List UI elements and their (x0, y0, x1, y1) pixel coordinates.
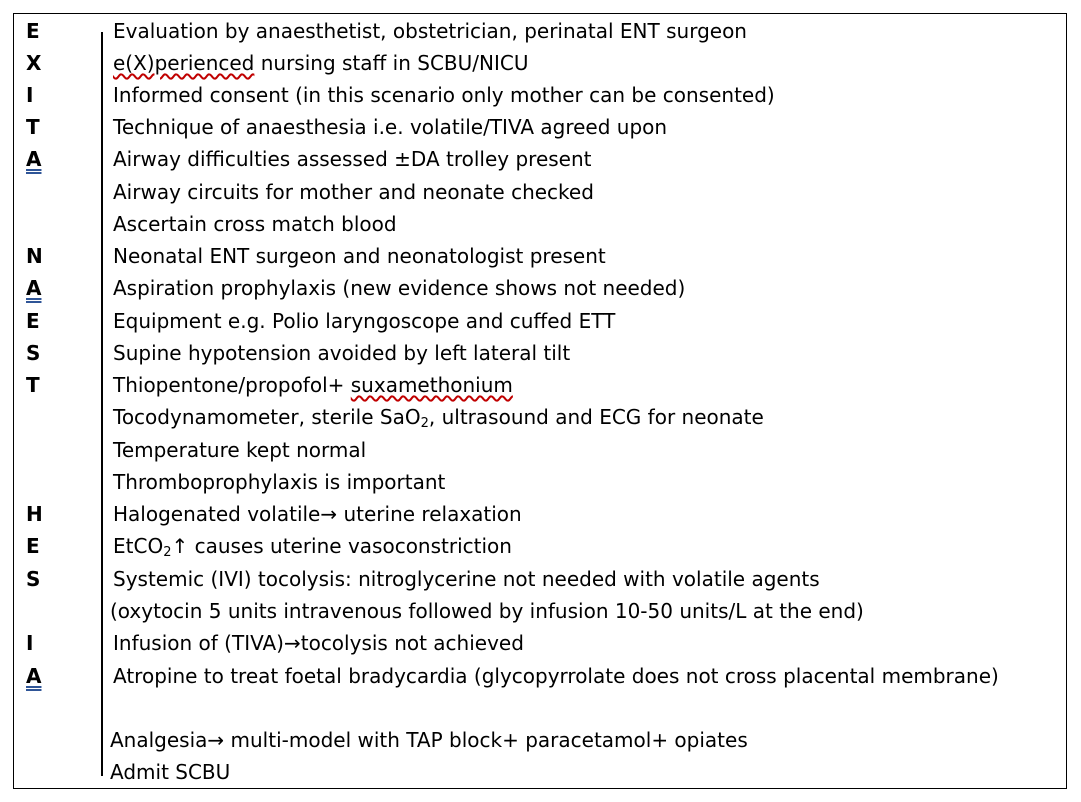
acronym-letter: N (26, 244, 43, 268)
item-text: Supine hypotension avoided by left later… (113, 341, 571, 365)
acronym-letter: A (26, 276, 42, 300)
item-text: Neonatal ENT surgeon and neonatologist p… (113, 244, 606, 268)
item-text-start: EtCO (113, 534, 164, 558)
list-item: S Supine hypotension avoided by left lat… (0, 338, 1081, 370)
list-item: T Technique of anaesthesia i.e. volatile… (0, 112, 1081, 144)
list-item: I Infusion of (TIVA)→tocolysis not achie… (0, 628, 1081, 660)
item-text: Aspiration prophylaxis (new evidence sho… (113, 276, 686, 300)
acronym-letter: S (26, 341, 41, 365)
item-text: Temperature kept normal (113, 438, 367, 462)
list-item (0, 693, 1081, 725)
acronym-letter: T (26, 373, 40, 397)
acronym-letter: E (26, 309, 40, 333)
item-text: Admit SCBU (110, 760, 231, 784)
item-text: (oxytocin 5 units intravenous followed b… (110, 599, 864, 623)
item-text: Halogenated volatile→ uterine relaxation (113, 502, 522, 526)
item-text: Systemic (IVI) tocolysis: nitroglycerine… (113, 567, 820, 591)
subscript: 2 (163, 545, 172, 560)
list-item: Analgesia→ multi-model with TAP block+ p… (0, 725, 1081, 757)
item-text-rest: , ultrasound and ECG for neonate (428, 405, 764, 429)
item-text: Equipment e.g. Polio laryngoscope and cu… (113, 309, 616, 333)
acronym-letter: A (26, 147, 42, 171)
acronym-letter: E (26, 19, 40, 43)
list-item: I Informed consent (in this scenario onl… (0, 80, 1081, 112)
item-text: e(X)perienced nursing staff in SCBU/NICU (113, 51, 528, 75)
list-item: T Thiopentone/propofol+ suxamethonium (0, 370, 1081, 402)
acronym-letter: I (26, 83, 34, 107)
spellcheck-word: e(X)perienced (113, 51, 255, 75)
acronym-letter: E (26, 534, 40, 558)
item-text: Infusion of (TIVA)→tocolysis not achieve… (113, 631, 524, 655)
acronym-letter: S (26, 567, 41, 591)
list-item: Ascertain cross match blood (0, 209, 1081, 241)
list-item: S Systemic (IVI) tocolysis: nitroglyceri… (0, 564, 1081, 596)
list-item: Airway circuits for mother and neonate c… (0, 177, 1081, 209)
item-text: Informed consent (in this scenario only … (113, 83, 775, 107)
acronym-letter: H (26, 502, 43, 526)
item-text: Thiopentone/propofol+ suxamethonium (113, 373, 513, 397)
list-item: E EtCO2↑ causes uterine vasoconstriction (0, 531, 1081, 563)
acronym-letter: A (26, 664, 42, 688)
list-item: A Airway difficulties assessed ±DA troll… (0, 144, 1081, 176)
list-item: Thromboprophylaxis is important (0, 467, 1081, 499)
list-item: N Neonatal ENT surgeon and neonatologist… (0, 241, 1081, 273)
list-item: A Aspiration prophylaxis (new evidence s… (0, 273, 1081, 305)
item-text-start: Tocodynamometer, sterile SaO (113, 405, 421, 429)
item-text: Airway circuits for mother and neonate c… (113, 180, 594, 204)
acronym-letter: X (26, 51, 42, 75)
item-text-rest: ↑ causes uterine vasoconstriction (171, 534, 512, 558)
item-text: Evaluation by anaesthetist, obstetrician… (113, 19, 747, 43)
list-item: Admit SCBU (0, 757, 1081, 789)
acronym-letter: I (26, 631, 34, 655)
list-item: A Atropine to treat foetal bradycardia (… (0, 661, 1081, 693)
item-text: Analgesia→ multi-model with TAP block+ p… (110, 728, 748, 752)
item-text: Airway difficulties assessed ±DA trolley… (113, 147, 592, 171)
list-item: (oxytocin 5 units intravenous followed b… (0, 596, 1081, 628)
table-border (13, 13, 1067, 789)
list-item: H Halogenated volatile→ uterine relaxati… (0, 499, 1081, 531)
list-item: E Evaluation by anaesthetist, obstetrici… (0, 16, 1081, 48)
item-text: Thromboprophylaxis is important (113, 470, 446, 494)
list-item: Temperature kept normal (0, 435, 1081, 467)
item-text: Technique of anaesthesia i.e. volatile/T… (113, 115, 668, 139)
item-text: Atropine to treat foetal bradycardia (gl… (113, 664, 999, 688)
spellcheck-word: suxamethonium (350, 373, 513, 397)
list-item: X e(X)perienced nursing staff in SCBU/NI… (0, 48, 1081, 80)
item-text-rest: nursing staff in SCBU/NICU (254, 51, 529, 75)
acronym-letter: T (26, 115, 40, 139)
list-item: E Equipment e.g. Polio laryngoscope and … (0, 306, 1081, 338)
item-text: Ascertain cross match blood (113, 212, 397, 236)
column-divider (101, 32, 103, 776)
item-text: Tocodynamometer, sterile SaO2, ultrasoun… (113, 405, 764, 436)
item-text-start: Thiopentone/propofol+ (113, 373, 351, 397)
subscript: 2 (420, 416, 429, 431)
list-item: Tocodynamometer, sterile SaO2, ultrasoun… (0, 402, 1081, 434)
item-text: EtCO2↑ causes uterine vasoconstriction (113, 534, 512, 565)
